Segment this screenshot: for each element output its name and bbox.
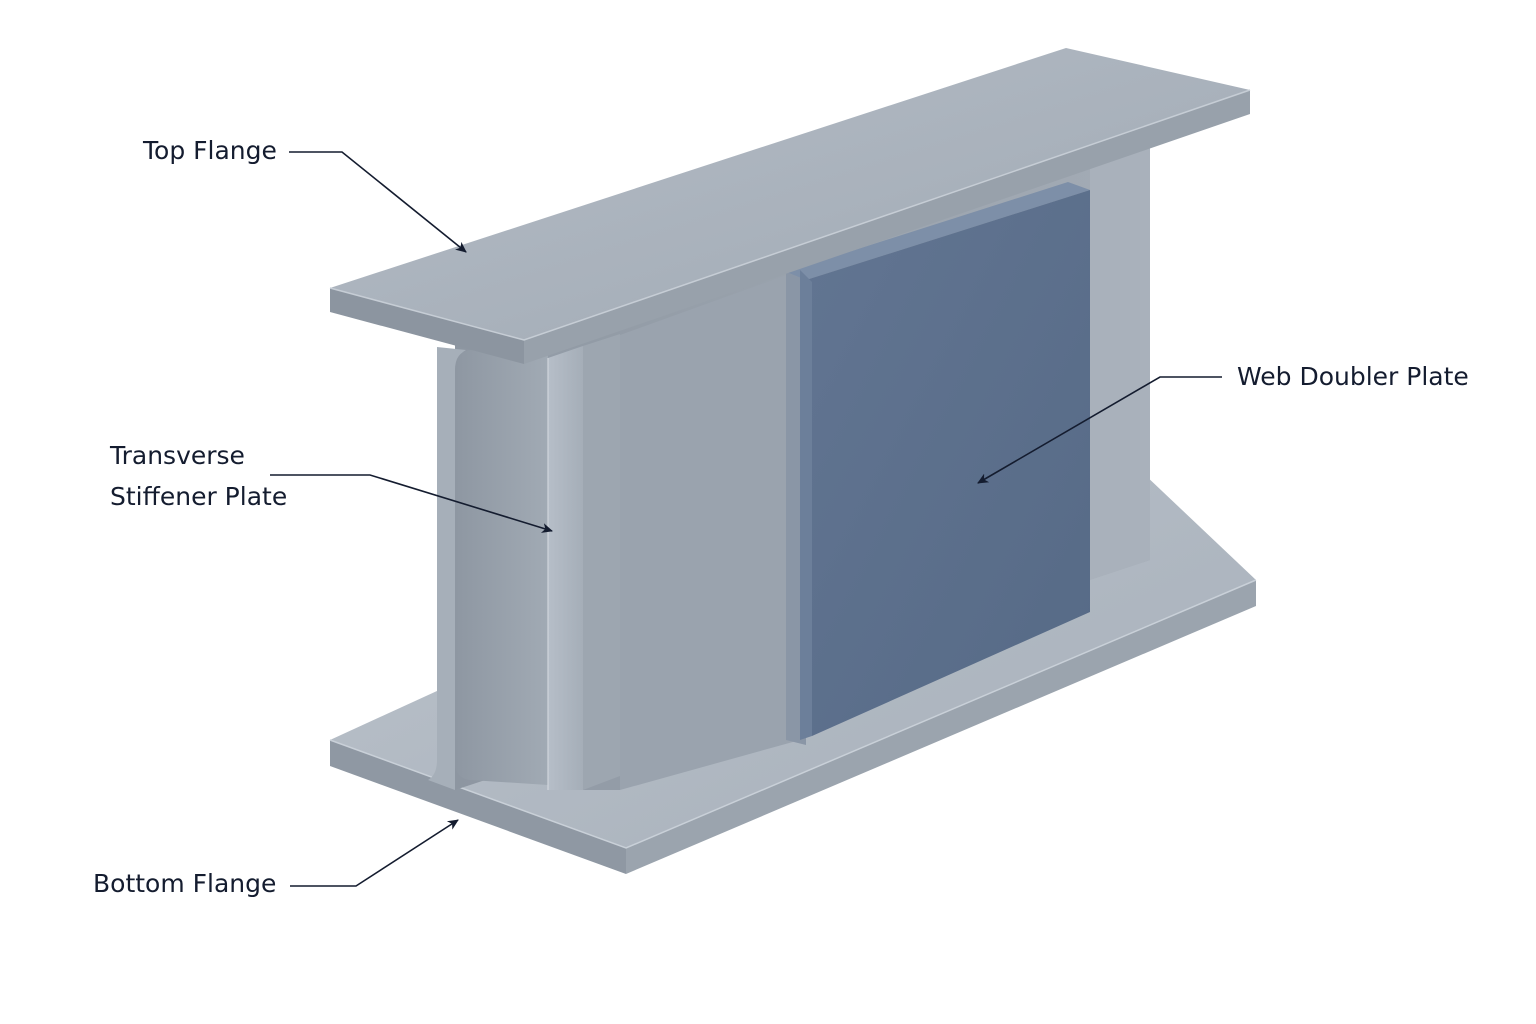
- leader-bottom-flange: [290, 819, 459, 887]
- label-top-flange: Top Flange: [143, 136, 277, 165]
- web-doubler-plate: [786, 182, 1090, 745]
- label-transverse-stiffener-line2: Stiffener Plate: [110, 482, 288, 511]
- label-bottom-flange: Bottom Flange: [93, 869, 277, 898]
- leader-stiffener: [270, 474, 553, 533]
- label-transverse-stiffener-line1: Transverse: [110, 441, 245, 470]
- leader-lines: [270, 151, 1222, 887]
- leader-web-doubler: [977, 376, 1222, 484]
- top-flange: [329, 48, 1251, 364]
- transverse-stiffener-plate: [547, 334, 620, 790]
- label-web-doubler-plate: Web Doubler Plate: [1237, 362, 1469, 391]
- leader-top-flange: [289, 151, 467, 253]
